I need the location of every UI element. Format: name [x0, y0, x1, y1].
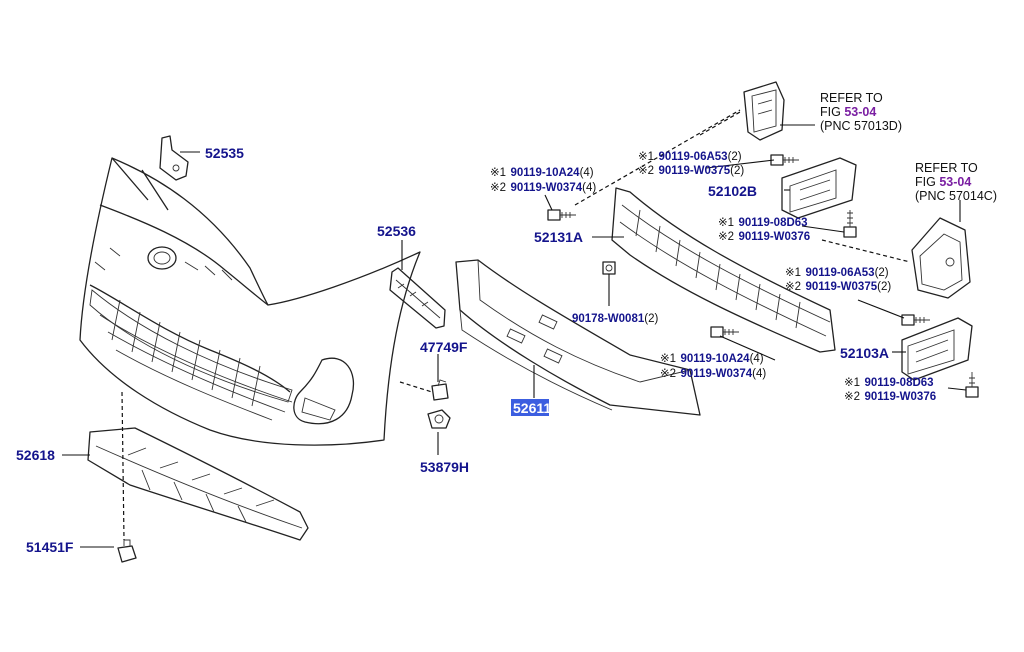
bolt-number[interactable]: 90119-W0374 [511, 182, 583, 194]
absorber-52611-drawing [455, 259, 701, 416]
note-mark-1: ※1 [785, 267, 801, 279]
refer-note-right: REFER TO FIG 53-04 (PNC 57014C) [915, 161, 997, 203]
part-label-51451F[interactable]: 51451F [26, 539, 74, 555]
svg-text:※2 90119-W0376: ※2 90119-W0376 [718, 227, 810, 244]
bolt-drawings [547, 154, 979, 398]
bolt-callout-d: ※1 90119-06A53(2) ※2 90119-W0375(2) [785, 263, 891, 294]
svg-text:※1 90119-08D63: ※1 90119-08D63 [844, 373, 934, 390]
qty-label: (4) [750, 353, 764, 365]
svg-text:※2 90119-W0376: ※2 90119-W0376 [844, 387, 936, 404]
retainer-52536-drawing [389, 267, 446, 329]
svg-text:※1 90119-10A24(4): ※1 90119-10A24(4) [490, 163, 594, 180]
part-label-47749F[interactable]: 47749F [420, 339, 468, 355]
part-label-52535[interactable]: 52535 [205, 145, 244, 161]
bolt-number[interactable]: 90119-10A24 [681, 353, 751, 365]
part-label-52611[interactable]: 52611 [513, 400, 551, 416]
part-number-90178-W0081[interactable]: 90178-W0081 [572, 313, 645, 325]
svg-text:※2 90119-W0374(4): ※2 90119-W0374(4) [660, 364, 766, 381]
clip-51451F-drawing [117, 539, 137, 563]
bracket-52535-drawing [159, 135, 189, 181]
svg-text:※2 90119-W0374(4): ※2 90119-W0374(4) [490, 178, 596, 195]
clip-47749F-drawing [431, 379, 449, 401]
clip-53879H-drawing [427, 409, 451, 429]
note-mark-1: ※1 [718, 217, 734, 229]
fig-link-right[interactable]: 53-04 [939, 175, 971, 189]
qty-label: (2) [877, 281, 891, 293]
bolt-callout-b: ※1 90119-06A53(2) ※2 90119-W0375(2) [638, 147, 744, 178]
leader-lines [62, 124, 967, 548]
qty-label: (4) [752, 368, 766, 380]
part-label-53879H[interactable]: 53879H [420, 459, 469, 475]
bumper-cover-drawing [79, 157, 421, 446]
side-bracket-left-drawing [743, 81, 785, 141]
bolt-number[interactable]: 90119-06A53 [659, 151, 728, 163]
svg-text:※1 90119-06A53(2): ※1 90119-06A53(2) [638, 147, 742, 164]
bolt-number[interactable]: 90119-08D63 [739, 217, 808, 229]
note-mark-2: ※2 [660, 368, 676, 380]
qty-label: (4) [580, 167, 594, 179]
bolt-callout-e: ※1 90119-10A24(4) ※2 90119-W0374(4) [660, 349, 766, 381]
note-mark-2: ※2 [785, 281, 801, 293]
part-label-52131A[interactable]: 52131A [534, 229, 583, 245]
qty-label: (2) [730, 165, 744, 177]
bolt-number[interactable]: 90119-W0375 [659, 165, 731, 177]
note-mark-2: ※2 [638, 165, 654, 177]
extension-52103A-drawing [901, 317, 973, 381]
note-mark-1: ※1 [660, 353, 676, 365]
part-label-52536[interactable]: 52536 [377, 223, 416, 239]
svg-text:※2 90119-W0375(2): ※2 90119-W0375(2) [785, 277, 891, 294]
note-mark-1: ※1 [638, 151, 654, 163]
bolt-number[interactable]: 90119-10A24 [511, 167, 581, 179]
note-mark-2: ※2 [718, 231, 734, 243]
part-label-52611-highlight [511, 399, 549, 416]
part-label-52103A[interactable]: 52103A [840, 345, 889, 361]
bolt-callout-a: ※1 90119-10A24(4) ※2 90119-W0374(4) [490, 163, 596, 195]
note-mark-2: ※2 [844, 391, 860, 403]
note-mark-1: ※1 [844, 377, 860, 389]
reinforcement-52131A-drawing [611, 187, 836, 353]
refer-line: REFER TO [915, 161, 978, 175]
qty-label: (2) [728, 151, 742, 163]
qty-label: (2) [644, 313, 658, 325]
pnc-line: (PNC 57014C) [915, 189, 997, 203]
fig-prefix: FIG [915, 175, 939, 189]
part-label-52102B[interactable]: 52102B [708, 183, 757, 199]
bolt-number[interactable]: 90119-W0375 [806, 281, 878, 293]
note-mark-1: ※1 [490, 167, 506, 179]
bolt-callout-f: ※1 90119-08D63 ※2 90119-W0376 [844, 373, 936, 404]
svg-text:FIG 53-04: FIG 53-04 [915, 175, 971, 189]
side-bracket-right-drawing [911, 217, 971, 299]
svg-text:※1 90119-08D63: ※1 90119-08D63 [718, 213, 808, 230]
note-mark-2: ※2 [490, 182, 506, 194]
bolt-callout-c: ※1 90119-08D63 ※2 90119-W0376 [718, 213, 810, 244]
part-label-90178-W0081: 90178-W0081(2) [572, 313, 658, 325]
fig-link-left[interactable]: 53-04 [844, 105, 876, 119]
bolt-number[interactable]: 90119-06A53 [806, 267, 875, 279]
qty-label: (4) [582, 182, 596, 194]
bolt-number[interactable]: 90119-W0376 [739, 231, 811, 243]
extension-52102B-drawing [781, 157, 857, 219]
bolt-number[interactable]: 90119-W0376 [865, 391, 937, 403]
bolt-number[interactable]: 90119-W0374 [681, 368, 753, 380]
pnc-line: (PNC 57013D) [820, 119, 902, 133]
svg-text:※1 90119-10A24(4): ※1 90119-10A24(4) [660, 349, 764, 366]
fig-prefix: FIG [820, 105, 844, 119]
bolt-number[interactable]: 90119-08D63 [865, 377, 934, 389]
refer-note-left: REFER TO FIG 53-04 (PNC 57013D) [820, 91, 902, 133]
refer-line: REFER TO [820, 91, 883, 105]
undercover-52618-drawing [87, 427, 309, 541]
svg-text:※2 90119-W0375(2): ※2 90119-W0375(2) [638, 161, 744, 178]
assembly-guide-lines [121, 109, 911, 541]
part-label-52618[interactable]: 52618 [16, 447, 55, 463]
qty-label: (2) [875, 267, 889, 279]
svg-text:FIG 53-04: FIG 53-04 [820, 105, 876, 119]
svg-text:※1 90119-06A53(2): ※1 90119-06A53(2) [785, 263, 889, 280]
